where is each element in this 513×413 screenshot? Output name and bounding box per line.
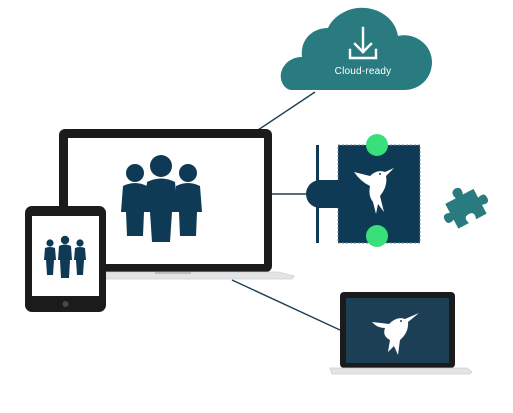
puzzle-piece-icon bbox=[443, 187, 489, 229]
plugin-puzzle-block bbox=[306, 144, 421, 244]
secondary-laptop-base bbox=[329, 367, 473, 375]
laptop-connector-line bbox=[231, 279, 341, 331]
people-group-icon bbox=[44, 235, 86, 278]
plugin-connector-dot-top bbox=[366, 134, 388, 156]
cloud-label: Cloud-ready bbox=[334, 66, 392, 77]
hummingbird-icon bbox=[354, 168, 394, 214]
tablet-home-button bbox=[62, 301, 69, 307]
plugin-connector-dot-bottom bbox=[366, 225, 388, 247]
people-group-icon bbox=[121, 155, 202, 242]
cloud-shape bbox=[280, 7, 432, 90]
connector-lines bbox=[231, 91, 341, 331]
cloud-connector-line bbox=[257, 91, 316, 131]
download-icon bbox=[348, 26, 378, 60]
hummingbird-icon bbox=[372, 313, 419, 355]
